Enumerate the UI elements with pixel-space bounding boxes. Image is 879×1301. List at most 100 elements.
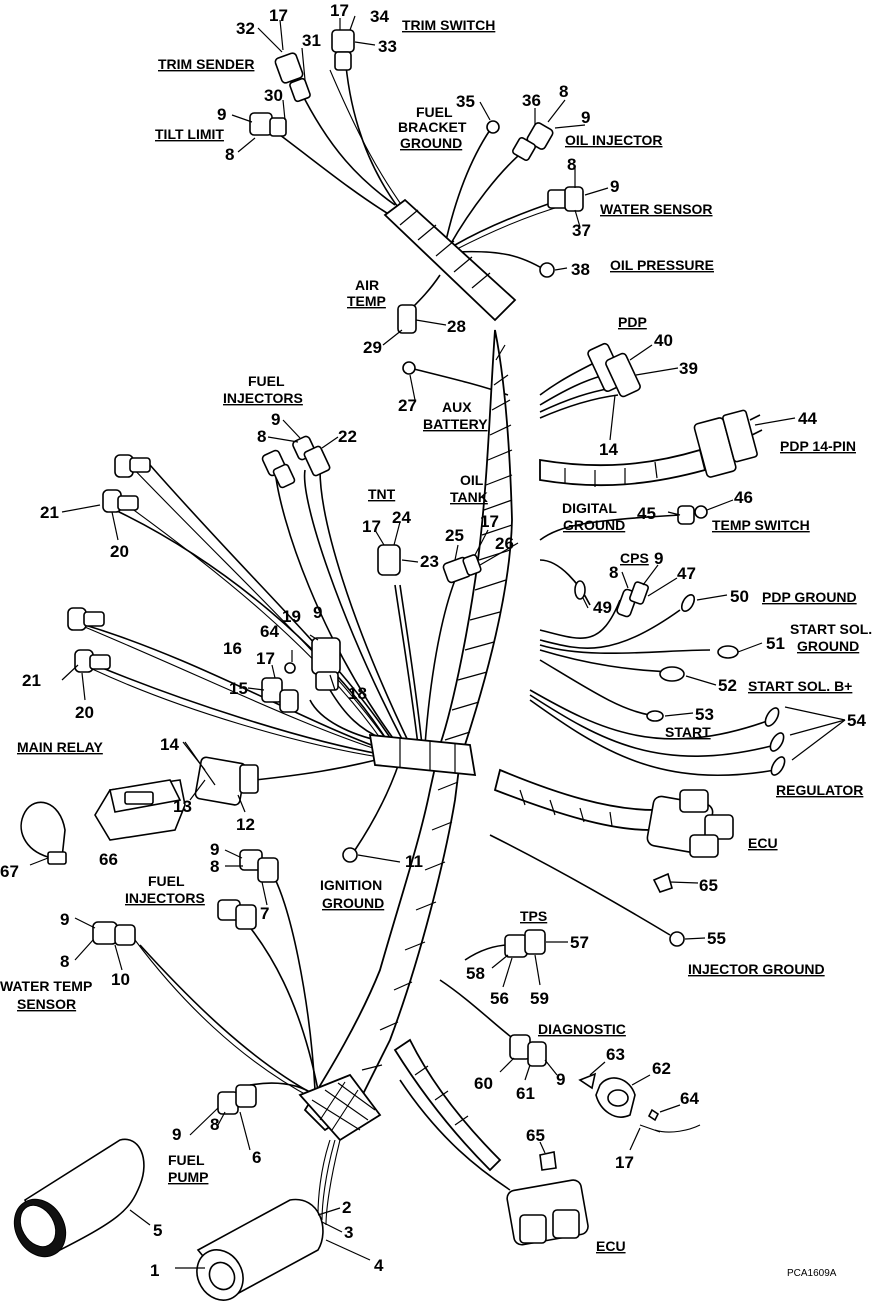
start-sol-bplus-ring: [659, 666, 685, 682]
label-tilt-limit: TILT LIMIT: [155, 126, 224, 142]
label-pdp: PDP: [618, 314, 647, 330]
trim-switch-connector: [331, 29, 355, 71]
label-tnt: TNT: [368, 486, 396, 502]
callout-16: 16: [223, 639, 242, 658]
callout-9: 9: [654, 549, 663, 568]
callout-19: 19: [282, 607, 301, 626]
callout-15: 15: [229, 679, 248, 698]
ecu-connector-bottom: [506, 1179, 589, 1246]
label-digital-ground-2: GROUND: [563, 517, 625, 533]
label-pdp-14-pin: PDP 14-PIN: [780, 438, 856, 454]
label-water-temp-1: WATER TEMP: [0, 978, 92, 994]
callout-36: 36: [522, 91, 541, 110]
label-ecu-mid: ECU: [748, 835, 778, 851]
label-fuel-injectors-low-2: INJECTORS: [125, 890, 205, 906]
callout-11: 11: [405, 852, 423, 871]
label-trim-switch: TRIM SWITCH: [402, 17, 495, 33]
label-trim-sender: TRIM SENDER: [158, 56, 254, 72]
label-fuel-injectors-top-1: FUEL: [248, 373, 285, 389]
callout-62: 62: [652, 1059, 671, 1078]
label-fuel-injectors-top-2: INJECTORS: [223, 390, 303, 406]
callout-6: 6: [252, 1148, 261, 1167]
callout-57: 57: [570, 933, 589, 952]
sleeve-cylinder-1: [196, 1198, 324, 1301]
regulator-terminals: [764, 707, 786, 776]
ecu-screw-65-bottom: [539, 1151, 557, 1171]
label-oil-injector: OIL INJECTOR: [565, 132, 663, 148]
spark-plug-boot-top-2: [102, 489, 139, 513]
callout-25: 25: [445, 526, 464, 545]
ecu-screw-65-top: [652, 872, 673, 893]
callout-7: 7: [260, 904, 269, 923]
callout-58: 58: [466, 964, 485, 983]
callout-17: 17: [330, 1, 349, 20]
callout-20: 20: [110, 542, 129, 561]
callout-8: 8: [559, 82, 568, 101]
callout-54: 54: [847, 711, 866, 730]
oil-injector-connector: [512, 122, 554, 161]
label-ecu-bottom: ECU: [596, 1238, 626, 1254]
fuel-injector-connector-top-2: [292, 435, 331, 477]
callout-17: 17: [269, 6, 288, 25]
callout-33: 33: [378, 37, 397, 56]
harness-trunk: [298, 198, 707, 1172]
callout-14: 14: [599, 440, 618, 459]
callout-29: 29: [363, 338, 382, 357]
callout-52: 52: [718, 676, 737, 695]
fuel-injector-connector-top-1: [261, 449, 296, 489]
spark-plug-boot-top-1: [114, 454, 151, 478]
terminal-pin-64: [647, 1108, 660, 1122]
sleeve-5: [13, 1138, 145, 1258]
label-fuel-injectors-low-1: FUEL: [148, 873, 185, 889]
tilt-limit-connector: [249, 112, 287, 137]
label-diagnostic: DIAGNOSTIC: [538, 1021, 626, 1037]
label-digital-ground-1: DIGITAL: [562, 500, 617, 516]
label-fuel-pump-2: PUMP: [168, 1169, 208, 1185]
callout-12: 12: [236, 815, 255, 834]
fuel-injector-connector-low-1: [239, 849, 279, 883]
spark-plug-boot-low-2: [74, 649, 111, 673]
callout-39: 39: [679, 359, 698, 378]
spark-plug-boot-low-1: [67, 607, 105, 631]
label-fuel-bracket-3: GROUND: [400, 135, 462, 151]
callout-9: 9: [581, 108, 590, 127]
callout-9: 9: [313, 603, 322, 622]
label-tps: TPS: [520, 908, 547, 924]
callout-51: 51: [766, 634, 785, 653]
air-temp-connector: [397, 304, 417, 334]
callout-9: 9: [210, 840, 219, 859]
callout-9: 9: [172, 1125, 181, 1144]
callout-17: 17: [362, 517, 381, 536]
label-oil-pressure: OIL PRESSURE: [610, 257, 714, 273]
water-sensor-connector: [547, 186, 584, 212]
label-fuel-pump-1: FUEL: [168, 1152, 205, 1168]
callout-9: 9: [217, 105, 226, 124]
label-air-temp-2: TEMP: [347, 293, 386, 309]
callout-9: 9: [60, 910, 69, 929]
callout-8: 8: [60, 952, 69, 971]
callout-13: 13: [173, 797, 192, 816]
injector-ground-ring: [669, 931, 685, 947]
main-relay-connector: [194, 756, 259, 806]
callout-21: 21: [22, 671, 41, 690]
label-main-relay: MAIN RELAY: [17, 739, 103, 755]
callout-45: 45: [637, 504, 656, 523]
leader-lines: [29, 15, 846, 1269]
callout-46: 46: [734, 488, 753, 507]
callout-60: 60: [474, 1074, 493, 1093]
callout-66: 66: [99, 850, 118, 869]
callout-64: 64: [680, 1089, 699, 1108]
callout-26: 26: [495, 534, 514, 553]
callout-49: 49: [593, 598, 612, 617]
callout-5: 5: [153, 1221, 162, 1240]
callout-1: 1: [150, 1261, 159, 1280]
callout-64: 64: [260, 622, 279, 641]
callout-17: 17: [480, 512, 499, 531]
callout-10: 10: [111, 970, 130, 989]
callout-47: 47: [677, 564, 696, 583]
callout-2: 2: [342, 1198, 351, 1217]
diagnostic-connector: [509, 1034, 547, 1067]
callout-9: 9: [610, 177, 619, 196]
pdp-ground-terminal: [680, 594, 696, 612]
ignition-ground-ring: [342, 847, 358, 863]
